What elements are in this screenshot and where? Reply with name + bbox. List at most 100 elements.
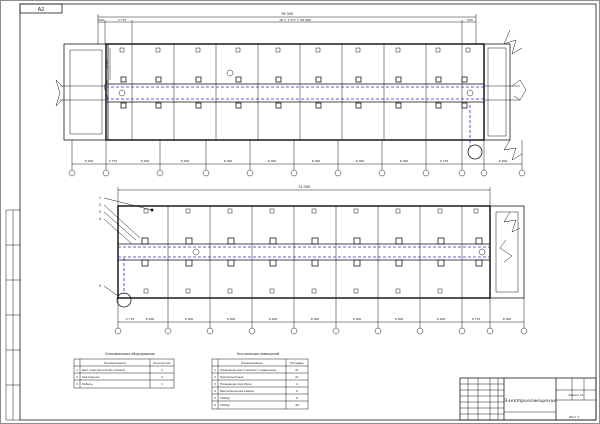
callout-4: 4 xyxy=(99,217,102,221)
plan1-dim-top-3: 18 × 3 277 = 58 986 xyxy=(279,18,311,22)
plan1-porch-left xyxy=(55,79,109,107)
table1-r2-name: Светильник xyxy=(82,375,100,379)
table2-r5-name: Тамбур xyxy=(220,396,230,400)
plan2-right-annex xyxy=(489,205,525,299)
titleblock-format: Формат А1 xyxy=(569,393,584,397)
plan1-dim-b11: 6 000 xyxy=(499,159,508,163)
plan1-dims-bottom: 6 000 2 770 6 000 6 000 6 000 6 000 6 00… xyxy=(85,159,508,163)
table2-r2-area: 6з xyxy=(295,375,299,379)
plan2-dim-b11: 6 000 xyxy=(503,317,512,321)
table1-r1-qty: 2 xyxy=(161,368,163,372)
plan1-dim-b8: 6 000 xyxy=(356,159,365,163)
plan2-axis-markers xyxy=(114,298,528,335)
table2-r4-area: 6 xyxy=(296,389,298,393)
sheet-inner-frame xyxy=(19,3,597,421)
plan1-dim-b1: 6 000 xyxy=(85,159,94,163)
table2-r6-area: 40 xyxy=(295,403,299,407)
binding-strip xyxy=(5,209,20,421)
titleblock-sheet: Лист 1 xyxy=(569,415,580,419)
table2-r3-num: 3 xyxy=(214,382,216,386)
plan1-dim-b2: 2 770 xyxy=(109,159,118,163)
rooms-explication-table: Экспликация помещений Наименование Площа… xyxy=(211,352,309,410)
plan1-distribution-panel xyxy=(467,144,483,160)
plan1-porch-right xyxy=(503,29,527,161)
table1-r3-qty: 1 xyxy=(161,382,163,386)
table2-header-area: Площадь xyxy=(290,361,304,365)
table1-header-name: Наименование xyxy=(104,361,126,365)
table2-r6-num: 6 xyxy=(214,403,216,407)
plan-1: 76 000 500 2 770 18 × 3 277 = 58 986 500 xyxy=(55,12,527,177)
plan1-bays xyxy=(131,44,463,140)
plan1-side-dim: 4 000 xyxy=(105,60,109,69)
plan2-main-hall xyxy=(117,205,491,299)
plan1-dim-b7: 6 000 xyxy=(312,159,321,163)
plan2-dims-bottom: 2 770 6 000 6 000 6 000 6 000 6 000 6 00… xyxy=(126,317,512,321)
plan2-dim-b5: 6 000 xyxy=(269,317,278,321)
plan1-dim-b3: 6 000 xyxy=(141,159,150,163)
plan2-dim-b2: 6 000 xyxy=(146,317,155,321)
plan2-overall-dim: 74 000 xyxy=(298,185,310,189)
table2-r2-name: Электрощитовая xyxy=(220,375,244,379)
table1-r1-num: 1 xyxy=(76,368,78,372)
plan2-dim-b3: 6 000 xyxy=(185,317,194,321)
table2-r3-area: 4 xyxy=(296,382,298,386)
callout-5: 5 xyxy=(99,284,101,288)
table2-r6-name: Тамбур xyxy=(220,403,230,407)
plan1-dim-b4: 6 000 xyxy=(181,159,190,163)
plan2-dim-b8: 6 000 xyxy=(395,317,404,321)
plan1-dim-b9: 6 000 xyxy=(400,159,409,163)
table1-header-qty: Количество xyxy=(153,361,170,365)
equipment-spec-table: Спецификация оборудования Наименование К… xyxy=(73,352,175,389)
plan2-windows xyxy=(143,208,479,294)
table2-r5-num: 5 xyxy=(214,396,216,400)
table2-header-name: Наименование xyxy=(241,361,263,365)
plan2-corridor xyxy=(117,243,491,261)
plan2-luminaires-bottom xyxy=(141,259,483,267)
titleblock-title: Электроосвещение xyxy=(503,398,556,404)
plan-2: 74 000 xyxy=(99,185,528,335)
table1-r3-num: 3 xyxy=(76,382,78,386)
table2-r4-name: Вентиляционная камера xyxy=(220,389,254,393)
callout-3: 3 xyxy=(99,210,101,214)
plan1-axis-markers xyxy=(68,140,526,177)
plan1-dim-b10: 2 770 xyxy=(440,159,449,163)
plan2-dim-b7: 6 000 xyxy=(353,317,362,321)
corner-stamp: А2 xyxy=(19,3,63,14)
table2-r1-num: 1 xyxy=(214,368,216,372)
stamp-text: А2 xyxy=(38,7,45,13)
plan1-left-annex xyxy=(63,43,109,141)
table1-title: Спецификация оборудования xyxy=(105,352,155,356)
plan2-distribution-panel xyxy=(116,292,132,308)
title-block: Электроосвещение Лист 1 Формат А1 xyxy=(459,377,597,421)
plan1-dim-top-1: 500 xyxy=(98,18,104,22)
plan2-dim-b1: 2 770 xyxy=(126,317,135,321)
table2-r3-name: Помещение подсобное xyxy=(220,382,252,386)
table1-r2-num: 2 xyxy=(76,375,78,379)
plan2-luminaires-top xyxy=(141,237,483,245)
plan1-luminaires-top xyxy=(120,76,468,83)
plan1-luminaires-bottom xyxy=(120,102,468,109)
plan2-bays xyxy=(167,206,463,298)
plan2-dim-b10: 2 770 xyxy=(472,317,481,321)
plan1-dim-b6: 6 000 xyxy=(268,159,277,163)
plan1-dim-top-2: 2 770 xyxy=(118,18,127,22)
plan2-dim-b6: 6 000 xyxy=(311,317,320,321)
plan1-dim-top-4: 500 xyxy=(467,18,473,22)
table2-r1-area: 6з xyxy=(295,368,299,372)
table1-r2-qty: 2 xyxy=(161,375,163,379)
plan1-windows-top xyxy=(119,47,471,53)
plan1-overall-dim: 76 000 xyxy=(281,12,293,16)
table2-r2-num: 2 xyxy=(214,375,216,379)
callout-1: 1 xyxy=(99,196,101,200)
plan2-callouts: 1 2 3 4 5 xyxy=(99,196,154,297)
plan2-dim-b9: 6 000 xyxy=(437,317,446,321)
table2-r1-name: Помещение для стойлового содержания xyxy=(220,368,276,372)
table1-r1-name: Щит электрический силовой xyxy=(82,368,125,372)
table2-r5-area: 8 xyxy=(296,396,298,400)
table2-r4-num: 4 xyxy=(214,389,216,393)
callout-2: 2 xyxy=(99,203,101,207)
plan1-main-hall xyxy=(105,43,485,141)
table2-title: Экспликация помещений xyxy=(237,352,280,356)
plan2-dim-b4: 6 000 xyxy=(227,317,236,321)
